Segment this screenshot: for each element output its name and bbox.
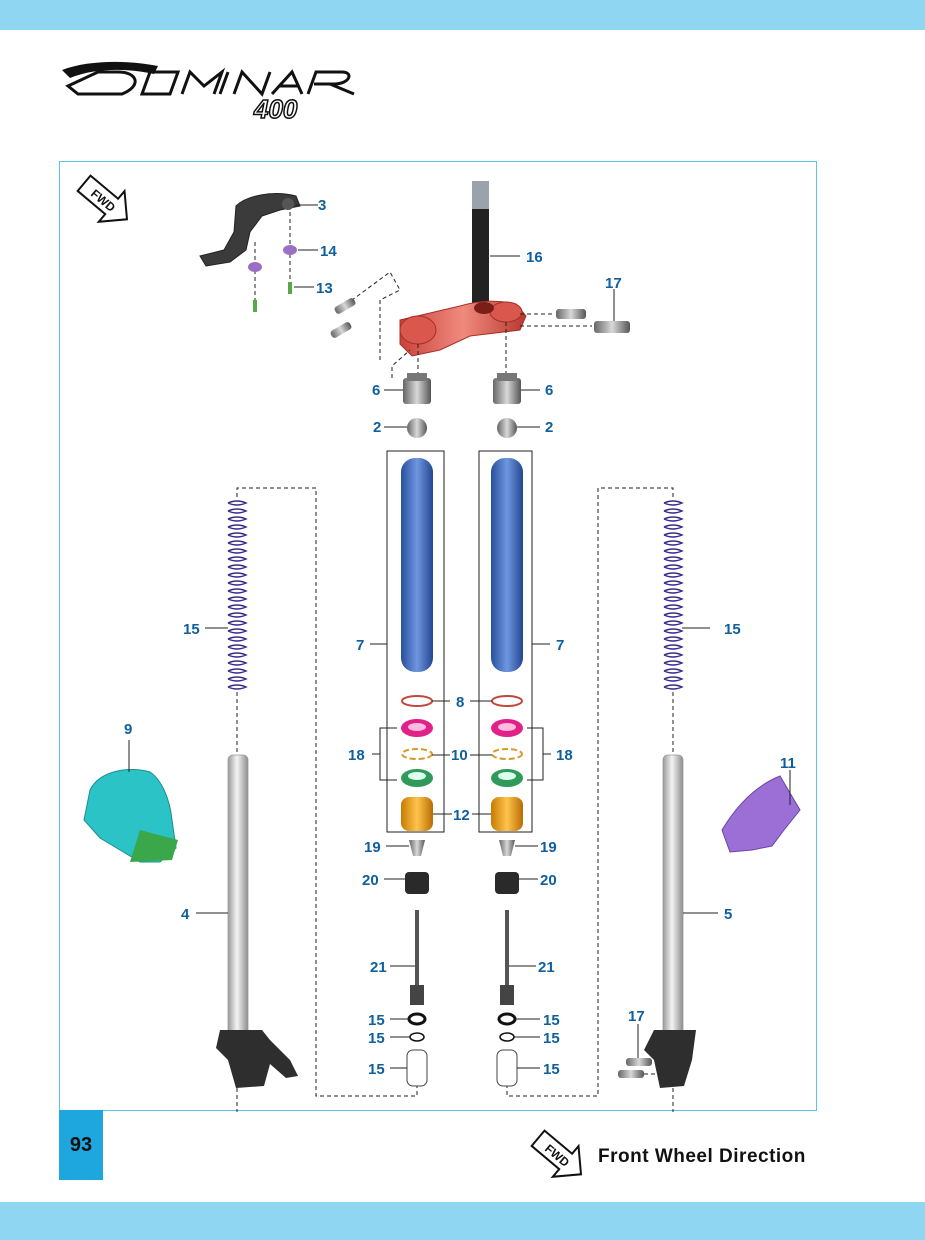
- damper-internals: [384, 840, 540, 1087]
- inner-tubes: [370, 450, 551, 833]
- callout-16: 16: [526, 249, 543, 266]
- front-fender: [83, 740, 178, 863]
- callout-13: 13: [316, 280, 333, 297]
- callout-15b: 15: [724, 621, 741, 638]
- callout-19b: 19: [540, 839, 557, 856]
- upper-fork-bracket: [330, 271, 630, 378]
- callout-7b: 7: [556, 637, 564, 654]
- bottom-band: [0, 1202, 925, 1240]
- fork-guard: [721, 770, 801, 853]
- callout-12: 12: [453, 807, 470, 824]
- callout-labels: 3 14 13 16 17 6 6 2 2 15 15 7 7 8 18 18 …: [124, 197, 796, 1078]
- callout-9: 9: [124, 721, 132, 738]
- fwd-arrow-icon: FWD: [76, 174, 129, 223]
- callout-15f: 15: [543, 1012, 560, 1029]
- top-band: [0, 0, 925, 30]
- callout-2a: 2: [373, 419, 381, 436]
- spring-leaders: [205, 487, 710, 1112]
- callout-20b: 20: [540, 872, 557, 889]
- callout-2b: 2: [545, 419, 553, 436]
- callout-5: 5: [724, 906, 732, 923]
- callout-20a: 20: [362, 872, 379, 889]
- handlebar-holder: [199, 193, 318, 312]
- callout-15h: 15: [543, 1061, 560, 1078]
- callout-19a: 19: [364, 839, 381, 856]
- callout-3: 3: [318, 197, 326, 214]
- logo-model-text: 400: [253, 94, 298, 122]
- fwd-legend-arrow-icon: FWD: [530, 1129, 583, 1178]
- callout-14: 14: [320, 243, 337, 260]
- callout-15d: 15: [368, 1030, 385, 1047]
- callout-8: 8: [456, 694, 464, 711]
- outer-tubes: [196, 754, 718, 1088]
- diagram-frame: [59, 161, 817, 1111]
- callout-18a: 18: [348, 747, 365, 764]
- callout-15e: 15: [368, 1061, 385, 1078]
- callout-6a: 6: [372, 382, 380, 399]
- fwd-caption: Front Wheel Direction: [598, 1146, 806, 1167]
- page-number: 93: [59, 1110, 103, 1180]
- steering-stem: [472, 181, 520, 311]
- callout-18b: 18: [556, 747, 573, 764]
- fork-springs: [227, 500, 684, 690]
- callout-21b: 21: [538, 959, 555, 976]
- callout-10: 10: [451, 747, 468, 764]
- callout-15a: 15: [183, 621, 200, 638]
- fork-caps: [384, 373, 540, 438]
- callout-11: 11: [780, 755, 796, 772]
- callout-21a: 21: [370, 959, 387, 976]
- callout-15g: 15: [543, 1030, 560, 1047]
- callout-17a: 17: [605, 275, 622, 292]
- callout-15c: 15: [368, 1012, 385, 1029]
- dominar-400-logo: 400: [62, 61, 355, 122]
- callout-6b: 6: [545, 382, 553, 399]
- callout-17b: 17: [628, 1008, 645, 1025]
- callout-7a: 7: [356, 637, 364, 654]
- callout-4: 4: [181, 906, 190, 923]
